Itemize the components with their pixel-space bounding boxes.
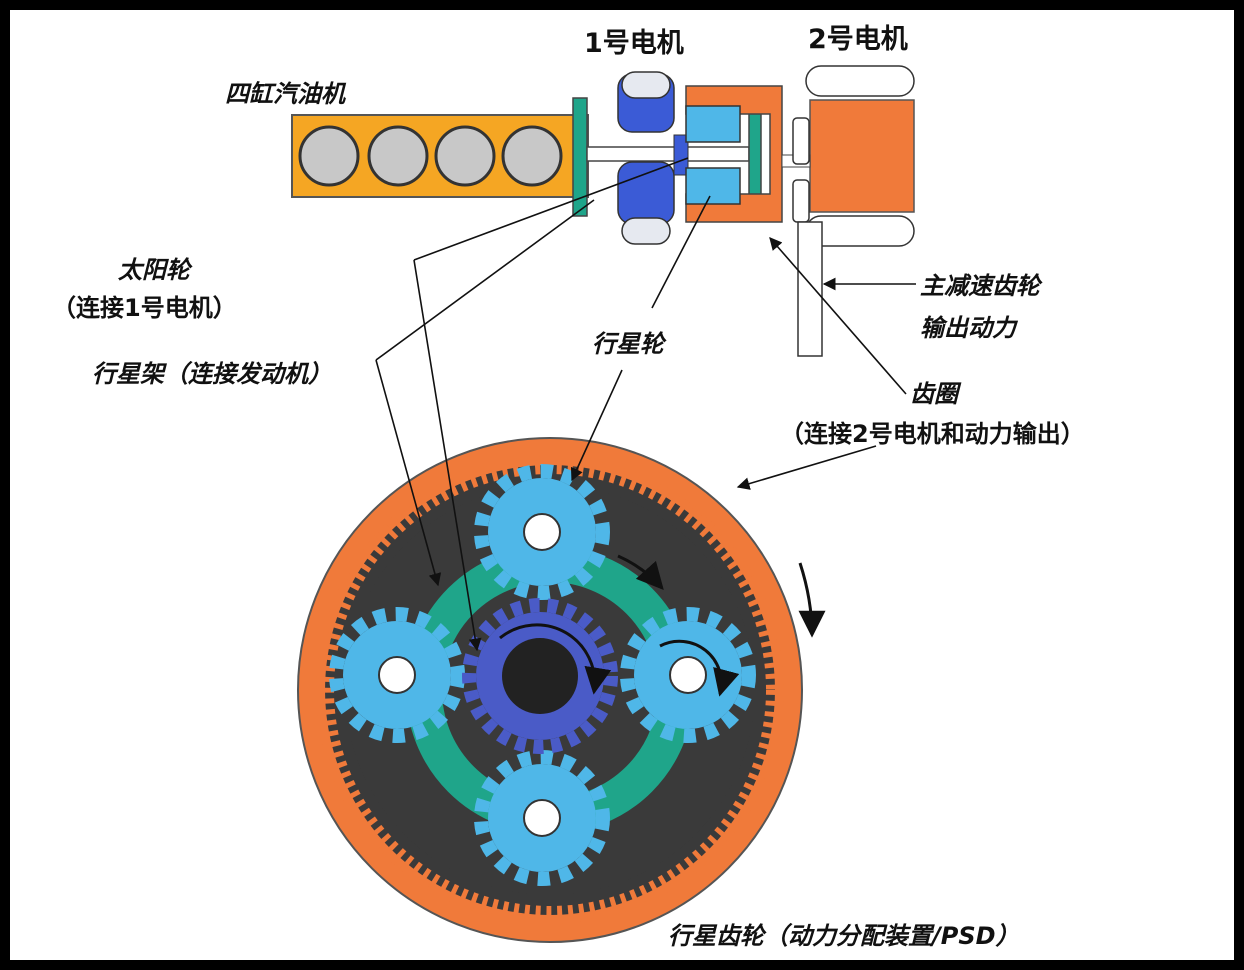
planet-gear-left [329,607,465,743]
sun-rotation-arrow [499,623,612,695]
motor1 [617,71,689,245]
cylinder [434,125,496,187]
sun-gear-hub [502,638,578,714]
planet-gear-top [474,464,610,600]
engine [291,114,589,198]
label-planet-carrier: 行星架（连接发动机） [92,360,332,388]
planet-rotation-arrow [659,639,740,697]
label-engine: 四缸汽油机 [225,80,347,108]
label-ring-gear: 齿圈 [910,380,962,408]
ring-rotation-arrow [798,562,826,638]
label-ring-gear-note: （连接2号电机和动力输出） [780,420,1085,448]
motor2 [781,65,915,247]
final-drive-gears [792,117,823,357]
diagram-frame: 四缸汽油机 1号电机 2号电机 太阳轮 （连接1号电机） 行星架（连接发动机） … [10,10,1234,960]
cylinder [501,125,563,187]
label-motor1: 1号电机 [584,28,684,59]
label-final-drive-note: 输出动力 [920,314,1019,342]
leader-lines [375,157,916,652]
label-sun-gear-note: （连接1号电机） [52,294,237,322]
cylinder [367,125,429,187]
planetary-gear-set [297,437,803,943]
label-psd-caption: 行星齿轮（动力分配装置/PSD） [668,922,1020,950]
label-planet-gear: 行星轮 [592,330,667,358]
planet-gear-right [620,607,756,743]
label-final-drive: 主减速齿轮 [920,272,1043,300]
label-motor2: 2号电机 [808,24,908,55]
label-sun-gear: 太阳轮 [117,256,193,284]
ring-gear-housing [685,85,783,223]
hybrid-drivetrain-diagram: 四缸汽油机 1号电机 2号电机 太阳轮 （连接1号电机） 行星架（连接发动机） … [52,24,1085,950]
carrier-rotation-arrow [617,554,664,591]
carrier-shaft [572,97,762,217]
cylinder [298,125,360,187]
planet-gear-bottom [474,750,610,886]
